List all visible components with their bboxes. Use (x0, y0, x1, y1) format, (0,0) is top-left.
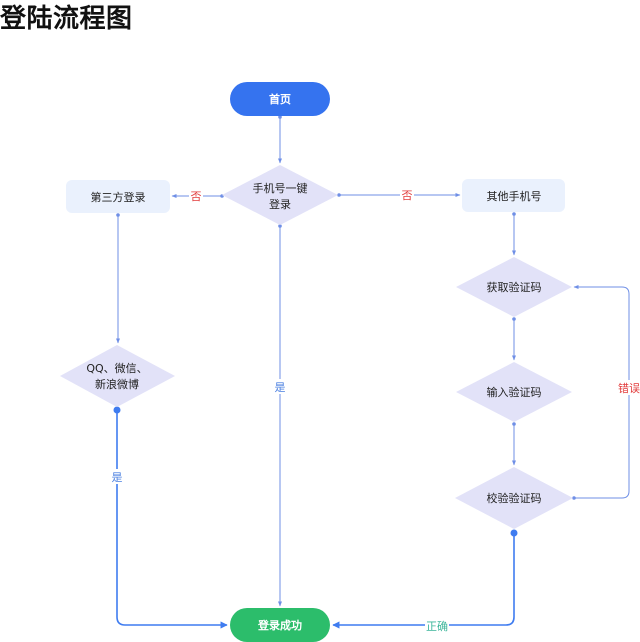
node-home[interactable]: 首页 (230, 82, 330, 116)
node-one-click-label-2: 登录 (269, 197, 291, 211)
edge-oneclick-to-otherphone (337, 193, 461, 197)
edge-verify-to-success (332, 529, 518, 629)
node-login-success-label: 登录成功 (257, 618, 302, 632)
edge-otherphone-to-getcode (512, 212, 516, 256)
node-get-code[interactable]: 获取验证码 (456, 257, 572, 317)
node-verify-code[interactable]: 校验验证码 (455, 467, 573, 529)
edge-label-no-left: 否 (191, 190, 202, 203)
edge-social-to-success (113, 406, 228, 629)
node-get-code-label: 获取验证码 (487, 280, 542, 294)
edge-thirdparty-to-social (116, 213, 120, 344)
edge-getcode-to-inputcode (512, 317, 516, 361)
node-social-label-2: 新浪微博 (95, 377, 139, 391)
node-one-click-login[interactable]: 手机号一键 登录 (222, 165, 338, 225)
page-title: 登陆流程图 (0, 4, 133, 34)
node-verify-code-label: 校验验证码 (487, 491, 542, 505)
node-home-label: 首页 (269, 92, 291, 106)
node-social-label-1: QQ、微信、 (86, 361, 147, 375)
node-other-phone[interactable]: 其他手机号 (462, 179, 565, 212)
node-input-code-label: 输入验证码 (487, 385, 542, 399)
edge-label-no-right: 否 (402, 189, 413, 202)
edge-inputcode-to-verify (512, 422, 516, 466)
edge-label-correct: 正确 (426, 620, 448, 633)
edge-home-to-oneclick (278, 115, 282, 164)
node-input-code[interactable]: 输入验证码 (456, 362, 572, 422)
node-third-party-login[interactable]: 第三方登录 (66, 180, 170, 213)
node-third-party-label: 第三方登录 (91, 190, 146, 204)
edge-label-yes-center: 是 (275, 381, 286, 394)
node-one-click-label-1: 手机号一键 (253, 181, 308, 195)
node-social-login[interactable]: QQ、微信、 新浪微博 (60, 345, 175, 407)
node-login-success[interactable]: 登录成功 (230, 608, 330, 642)
node-other-phone-label: 其他手机号 (487, 189, 542, 203)
edge-label-yes-left: 是 (112, 471, 123, 484)
edge-oneclick-to-success (278, 224, 282, 607)
edge-label-error: 错误 (618, 381, 640, 395)
